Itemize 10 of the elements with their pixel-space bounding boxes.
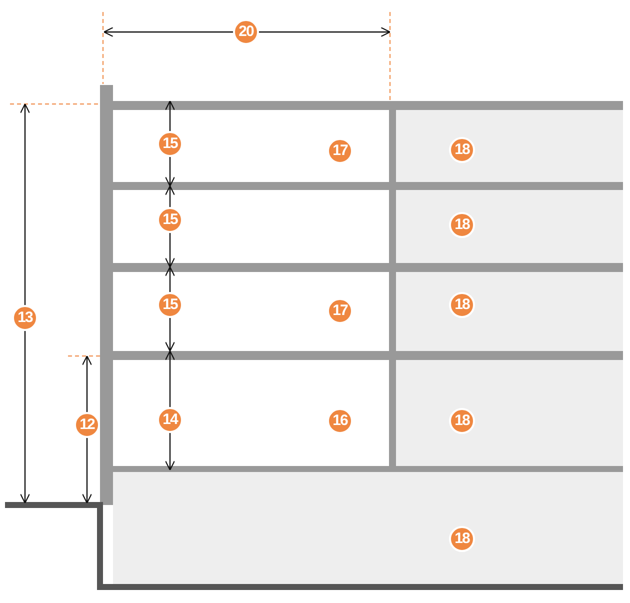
callout-number: 14 [157,407,183,433]
callout-number: 17 [327,298,353,324]
callout-number: 12 [74,412,100,438]
callout-number: 15 [157,131,183,157]
callout-number: 17 [327,138,353,164]
callout-number: 16 [327,408,353,434]
callout-number: 20 [233,19,259,45]
callout-number: 15 [157,292,183,318]
callout-number: 15 [157,207,183,233]
callout-number: 13 [12,305,38,331]
